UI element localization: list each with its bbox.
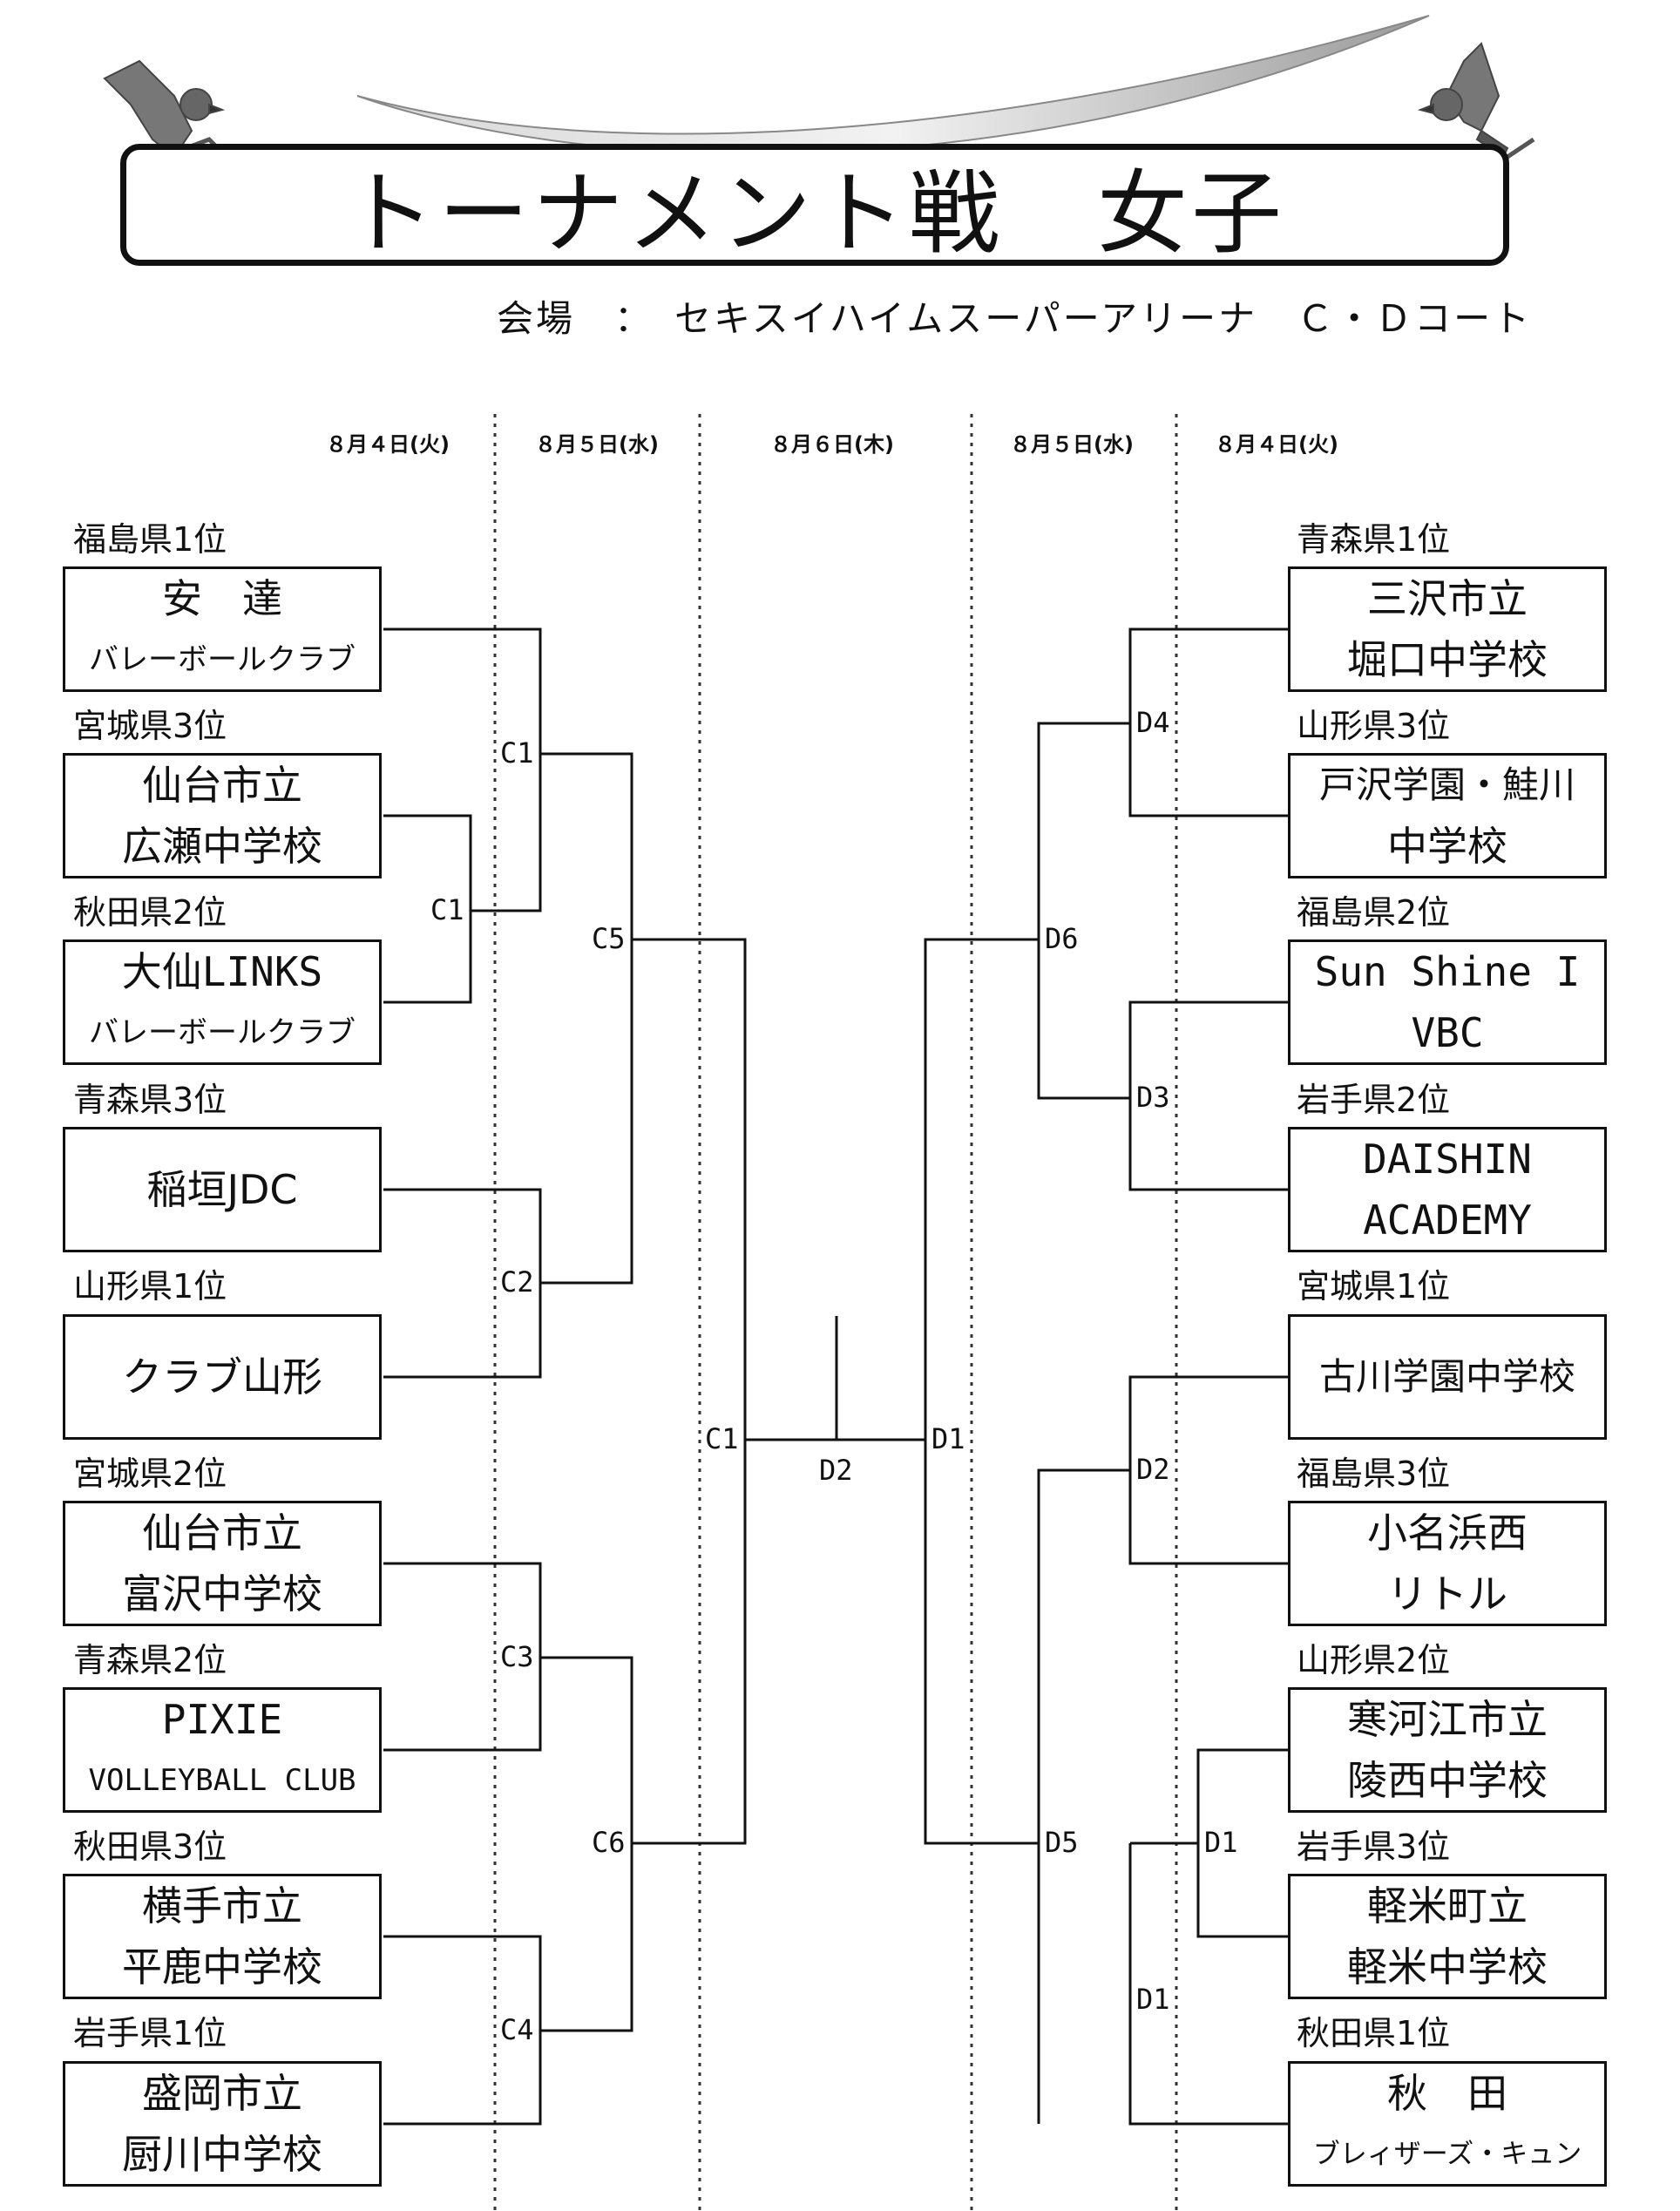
page-title: トーナメント戦 女子 (343, 159, 1285, 267)
match-label-c3: C3 (498, 1640, 536, 1673)
date-right-round1: ８月４日(火) (1215, 432, 1338, 457)
team-name: 戸沢学園・鮭川 (1318, 763, 1575, 806)
team-name: DAISHIN (1363, 1136, 1532, 1183)
team-box-right-4: DAISHIN ACADEMY (1288, 1127, 1607, 1252)
match-label-d2: D2 (1135, 1453, 1172, 1486)
team-name: クラブ山形 (122, 1353, 322, 1401)
date-left-round2: ８月５日(水) (535, 432, 659, 457)
team-box-left-1: 安 達 バレーボールクラブ (63, 566, 382, 692)
match-label-c2: C2 (498, 1265, 536, 1299)
date-final: ８月６日(木) (770, 432, 894, 457)
team-box-left-6: 仙台市立 富沢中学校 (63, 1501, 382, 1626)
team-box-left-7: PIXIE VOLLEYBALL CLUB (63, 1687, 382, 1813)
team-box-right-1: 三沢市立 堀口中学校 (1288, 566, 1607, 692)
team-box-right-2: 戸沢学園・鮭川 中学校 (1288, 753, 1607, 878)
team-subname: ACADEMY (1363, 1197, 1532, 1244)
match-label-d1-lower: D1 (1135, 1983, 1172, 2016)
match-label-d4: D4 (1135, 706, 1172, 739)
team-name: 仙台市立 (142, 1509, 302, 1557)
team-name: 古川学園中学校 (1318, 1355, 1575, 1398)
team-subname: 軽米中学校 (1347, 1943, 1548, 1991)
team-box-left-4: 稲垣JDC (63, 1127, 382, 1252)
bracket-paths (383, 627, 1288, 2126)
team-name: 安 達 (162, 575, 282, 622)
team-box-left-9: 盛岡市立 厨川中学校 (63, 2061, 382, 2187)
team-subname: バレーボールクラブ (89, 1015, 356, 1050)
team-subname: VBC (1411, 1009, 1484, 1056)
match-label-c6: C6 (590, 1826, 627, 1859)
team-subname: 堀口中学校 (1347, 636, 1548, 683)
team-box-left-3: 大仙LINKS バレーボールクラブ (63, 939, 382, 1065)
team-box-right-3: Sun Shine I VBC (1288, 939, 1607, 1065)
match-label-final-d1: D1 (930, 1422, 967, 1455)
team-box-left-8: 横手市立 平鹿中学校 (63, 1874, 382, 1999)
team-subname: VOLLEYBALL CLUB (88, 1763, 356, 1798)
team-box-right-7: 寒河江市立 陵西中学校 (1288, 1687, 1607, 1813)
seed-label: 宮城県2位 (73, 1455, 227, 1493)
seed-label: 秋田県3位 (73, 1828, 227, 1866)
team-box-right-8: 軽米町立 軽米中学校 (1288, 1874, 1607, 1999)
match-label-c4: C4 (498, 2013, 536, 2046)
team-box-right-6: 小名浜西 リトル (1288, 1501, 1607, 1626)
seed-label: 秋田県2位 (73, 893, 227, 932)
match-label-d1-upper: D1 (1202, 1826, 1240, 1859)
team-name: 仙台市立 (142, 762, 302, 809)
match-label-final-c1: C1 (703, 1422, 741, 1455)
title-frame (120, 144, 1509, 266)
team-box-left-2: 仙台市立 広瀬中学校 (63, 753, 382, 878)
team-subname: 広瀬中学校 (122, 823, 322, 870)
team-subname: 陵西中学校 (1347, 1757, 1548, 1804)
seed-label: 宮城県3位 (73, 707, 227, 745)
team-subname: 中学校 (1387, 823, 1507, 870)
match-label-d6: D6 (1043, 922, 1080, 955)
match-label-final-d2: D2 (817, 1454, 855, 1487)
team-name: Sun Shine I (1314, 948, 1581, 995)
seed-label: 福島県3位 (1297, 1455, 1451, 1493)
team-name: 大仙LINKS (121, 948, 323, 995)
team-name: 小名浜西 (1367, 1509, 1528, 1557)
seed-label: 山形県1位 (73, 1267, 227, 1306)
seed-label: 宮城県1位 (1297, 1267, 1451, 1306)
team-name: 横手市立 (142, 1882, 302, 1930)
seed-label: 秋田県1位 (1297, 2014, 1451, 2052)
team-box-right-5: 古川学園中学校 (1288, 1314, 1607, 1440)
seed-label: 青森県3位 (73, 1081, 227, 1119)
team-subname: 平鹿中学校 (122, 1943, 322, 1991)
team-subname: バレーボールクラブ (89, 642, 356, 677)
team-subname: 富沢中学校 (122, 1570, 322, 1618)
match-label-c5: C5 (590, 922, 627, 955)
seed-label: 岩手県3位 (1297, 1828, 1451, 1866)
team-name: 稲垣JDC (146, 1166, 298, 1213)
seed-label: 福島県2位 (1297, 893, 1451, 932)
team-box-right-9: 秋 田 ブレィザーズ・キュン (1288, 2061, 1607, 2187)
date-right-round2: ８月５日(水) (1010, 432, 1134, 457)
team-subname: リトル (1387, 1570, 1507, 1618)
team-name: 軽米町立 (1367, 1882, 1528, 1930)
seed-label: 福島県1位 (73, 520, 227, 559)
team-name: 三沢市立 (1367, 575, 1528, 622)
team-name: PIXIE (161, 1696, 283, 1743)
seed-label: 青森県2位 (73, 1641, 227, 1679)
team-name: 盛岡市立 (142, 2070, 302, 2117)
team-name: 寒河江市立 (1347, 1696, 1548, 1743)
seed-label: 岩手県1位 (73, 2014, 227, 2052)
team-subname: ブレィザーズ・キュン (1312, 2139, 1582, 2170)
seed-label: 青森県1位 (1297, 520, 1451, 559)
match-label-c1-mid: C1 (429, 893, 466, 926)
match-label-c1-top: C1 (498, 736, 536, 770)
team-box-left-5: クラブ山形 (63, 1314, 382, 1440)
seed-label: 山形県2位 (1297, 1641, 1451, 1679)
venue-text: 会場 ： セキスイハイムスーパーアリーナ Ｃ・Ｄコート (497, 297, 1533, 340)
seed-label: 岩手県2位 (1297, 1081, 1451, 1119)
date-left-round1: ８月４日(火) (326, 432, 450, 457)
match-label-d3: D3 (1135, 1081, 1172, 1114)
team-subname: 厨川中学校 (122, 2131, 322, 2178)
match-label-d5: D5 (1043, 1826, 1080, 1859)
column-dividers (493, 414, 1178, 2211)
team-name: 秋 田 (1387, 2070, 1507, 2117)
seed-label: 山形県3位 (1297, 707, 1451, 745)
